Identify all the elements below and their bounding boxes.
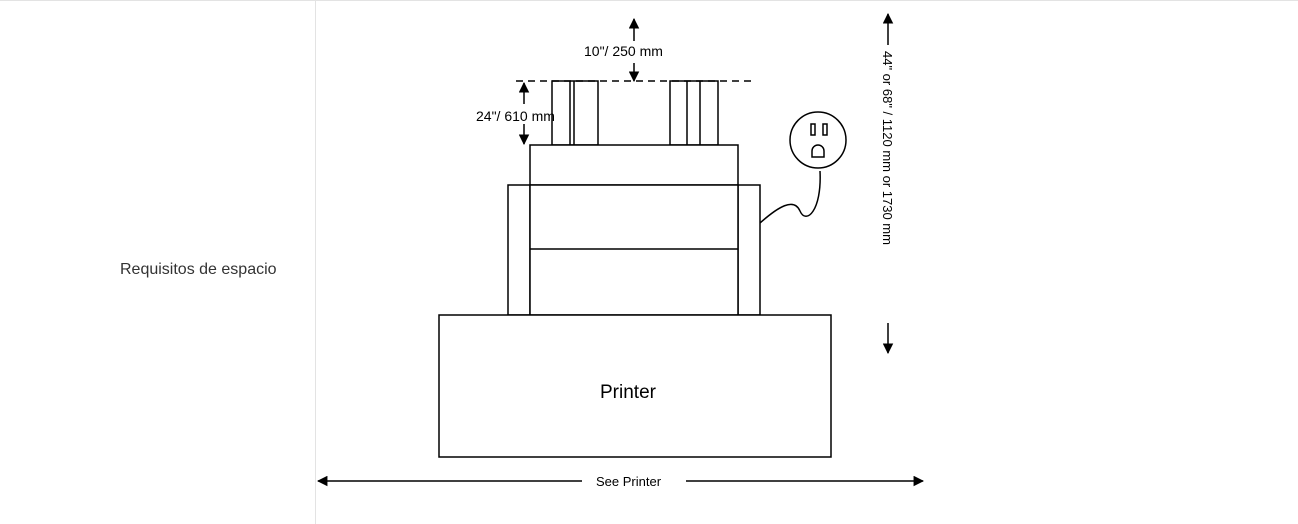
upper-height-label: 24"/ 610 mm <box>476 108 555 124</box>
space-diagram: 10"/ 250 mm 24"/ 610 mm <box>316 12 925 489</box>
top-clearance-label: 10"/ 250 mm <box>584 43 663 59</box>
upper-unit <box>529 144 739 186</box>
printer-label: Printer <box>600 382 657 403</box>
row-label: Requisitos de espacio <box>120 261 277 278</box>
stand-right-post <box>737 184 761 316</box>
width-label: See Printer <box>596 474 662 489</box>
middle-unit <box>529 184 739 316</box>
label-cell: Requisitos de espacio <box>0 1 316 524</box>
printer-base <box>438 314 832 458</box>
total-height-label: 44" or 68" / 1120 mm or 1730 mm <box>880 51 895 245</box>
stand-left-post <box>507 184 531 316</box>
right-roll-holder <box>669 80 719 146</box>
power-cable <box>759 170 821 224</box>
diagram-cell: 10"/ 250 mm 24"/ 610 mm <box>316 1 1298 524</box>
power-outlet-icon <box>789 111 847 169</box>
left-roll-holder <box>551 80 599 146</box>
